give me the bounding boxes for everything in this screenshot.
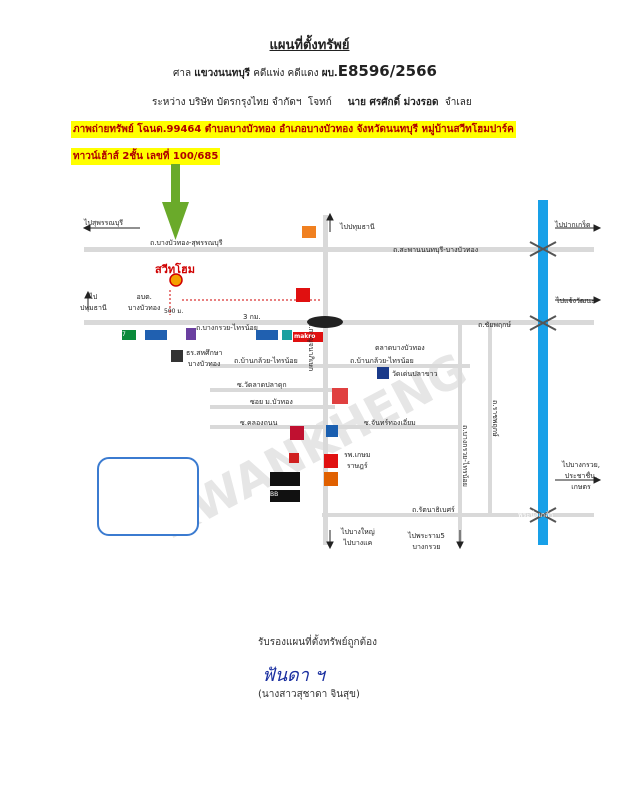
label-soi-bangbuathong: ซอย ม.บัวทอง bbox=[250, 398, 293, 406]
road-soi-bangbuathong bbox=[210, 405, 335, 409]
parties-prefix: ระหว่าง บริษัท บัตรกรุงไทย จำกัดฯ bbox=[152, 97, 302, 108]
blank-frame bbox=[97, 457, 199, 536]
tesco2-logo bbox=[256, 330, 278, 340]
esso-logo bbox=[186, 328, 196, 340]
interchange bbox=[307, 316, 343, 328]
case-prefix: ผบ. bbox=[321, 68, 338, 79]
label-road-ratchapruek: ถ.ราชพฤกษ์ bbox=[491, 400, 499, 437]
road-wat-lat bbox=[210, 388, 335, 392]
road-top bbox=[84, 247, 594, 252]
label-to-chaengwattana: ไปแจ้งวัฒนะ bbox=[556, 297, 595, 305]
label-soi-khlong-thanon: ซ.คลองถนน bbox=[240, 419, 278, 427]
signature: ฟันดา ฯ bbox=[262, 665, 325, 686]
label-to-bangkruai: ไปบางกรวย, ประชาชื่น, เกษตร bbox=[562, 461, 601, 491]
label-to-pathum-top: ไปปทุมธานี bbox=[340, 223, 375, 231]
label-to-rama5: ไปพระราม5 บางกรวย bbox=[408, 532, 445, 551]
road-bangkruai bbox=[458, 320, 462, 545]
bridge-bottom bbox=[529, 507, 557, 523]
property-line-2: ทาวน์เฮ้าส์ 2ชั้น เลขที่ 100/685 bbox=[71, 148, 221, 165]
court-name: แขวงนนทบุรี bbox=[194, 68, 251, 79]
bank2-icon bbox=[282, 330, 292, 340]
makro-logo bbox=[293, 332, 323, 342]
ptt-logo bbox=[302, 226, 316, 238]
tesco1-logo bbox=[145, 330, 167, 340]
court-prefix: ศาล bbox=[173, 68, 192, 79]
label-hospital: รพ.เกษม ราษฎร์ bbox=[344, 451, 371, 470]
toyota-icon bbox=[290, 426, 304, 440]
signer-name: (นางสาวสุชาดา จินสุข) bbox=[258, 689, 360, 700]
court-line: ศาล แขวงนนทบุรี คดีแพ่ง คดีแดง ผบ.E8596/… bbox=[173, 62, 437, 81]
label-road-bangkruai: ถ.บางกรวย-ไทรน้อย bbox=[461, 425, 469, 487]
temple-icon bbox=[377, 367, 389, 379]
kfc-icon bbox=[324, 472, 338, 486]
certify-text: รับรองแผนที่ตั้งทรัพย์ถูกต้อง bbox=[258, 637, 377, 648]
label-to-suphan: ไปสุพรรณบุรี bbox=[84, 219, 124, 227]
hospital-icon bbox=[324, 454, 338, 468]
label-amphoe: อบต. บางบัวทอง bbox=[128, 293, 161, 312]
label-road-sapan-nonthaburi: ถ.สะพานนนทบุรี-บางบัวทอง bbox=[393, 246, 479, 254]
label-road-chanthongueam: ซ.จันทร์ทองเอี่ยม bbox=[364, 419, 416, 427]
label-road-banklueai-2: ถ.บ้านกล้วย-ไทรน้อย bbox=[350, 357, 414, 365]
shell-icon bbox=[289, 453, 299, 463]
label-dist-500: 500 ม. bbox=[164, 308, 184, 315]
label-road-banklueai-1: ถ.บ้านกล้วย-ไทรน้อย bbox=[234, 357, 298, 365]
road-kanchanaphisek bbox=[323, 215, 328, 545]
label-wat-lat-plaka: วัดเด่นปลาขาว bbox=[392, 370, 438, 378]
school-icon bbox=[171, 350, 183, 362]
river bbox=[538, 200, 548, 545]
bridge-top bbox=[529, 241, 557, 257]
label-dist-3km: 3 กม. bbox=[243, 313, 261, 321]
court-mid: คดีแพ่ง คดีแดง bbox=[253, 68, 319, 79]
makro-label: makro bbox=[294, 333, 316, 340]
label-road-bangkruai-sainoi: ถ.บางกรวย-ไทรน้อย bbox=[196, 324, 258, 332]
case-number: E8596/2566 bbox=[337, 62, 437, 80]
label-school: ธร.สหศึกษา บางบัวทอง bbox=[186, 349, 223, 368]
label-to-pakkret: ไปปากเกร็ด bbox=[555, 221, 591, 229]
label-road-kanchanaphisek: ถ.กาญจนาภิเษก bbox=[307, 322, 315, 372]
page-title: แผนที่ตั้งทรัพย์ bbox=[269, 38, 350, 53]
label-sweet-home: สวีทโฮม bbox=[155, 263, 196, 276]
bridge-middle bbox=[529, 315, 557, 331]
defendant-role: จำเลย bbox=[444, 97, 472, 108]
label-road-wat-lat: ซ.วัดลาดปลาดุก bbox=[237, 381, 287, 389]
label-to-pakkret-bang-kae: ไปบางใหญ่ ไปบางแค bbox=[341, 528, 375, 547]
seven-logo bbox=[122, 330, 136, 340]
road-banklueai bbox=[210, 364, 470, 368]
label-road-chaiyaphruek: ถ.ชัยพฤกษ์ bbox=[478, 321, 512, 329]
location-map: KWANKHENG bbox=[82, 164, 602, 550]
label-phra-nang-klao: พระนั่งเกล้า bbox=[518, 511, 554, 519]
car-dealer2-icon bbox=[270, 490, 300, 502]
seven-label: 7 bbox=[122, 331, 126, 338]
label-road-rattanathibet: ถ.รัตนาธิเบศร์ bbox=[412, 506, 455, 514]
car-dealer-icon bbox=[270, 472, 300, 486]
gas-icon bbox=[326, 425, 338, 437]
label-road-bangbuathong-suphan: ถ.บางบัวทอง-สุพรรณบุรี bbox=[150, 239, 223, 247]
road-ratchapruek bbox=[488, 325, 492, 515]
label-to-pathum-left: ไป ปทุมธานี bbox=[80, 293, 107, 312]
bb-label: BB bbox=[270, 491, 279, 498]
property-arrow bbox=[162, 164, 189, 240]
bank-icon bbox=[332, 388, 348, 404]
property-line-1: ภาพถ่ายทรัพย์ โฉนด.99464 ตำบลบางบัวทอง อ… bbox=[71, 121, 516, 138]
homepro-logo bbox=[296, 288, 310, 302]
label-bangbuathong-market: ตลาดบางบัวทอง bbox=[375, 344, 425, 352]
plaintiff-role: โจทก์ bbox=[307, 97, 332, 108]
property-marker bbox=[169, 273, 183, 287]
defendant-name: นาย ศรศักดิ์ ม่วงรอด bbox=[347, 97, 439, 108]
parties-line: ระหว่าง บริษัท บัตรกรุงไทย จำกัดฯ โจทก์ … bbox=[152, 95, 472, 110]
